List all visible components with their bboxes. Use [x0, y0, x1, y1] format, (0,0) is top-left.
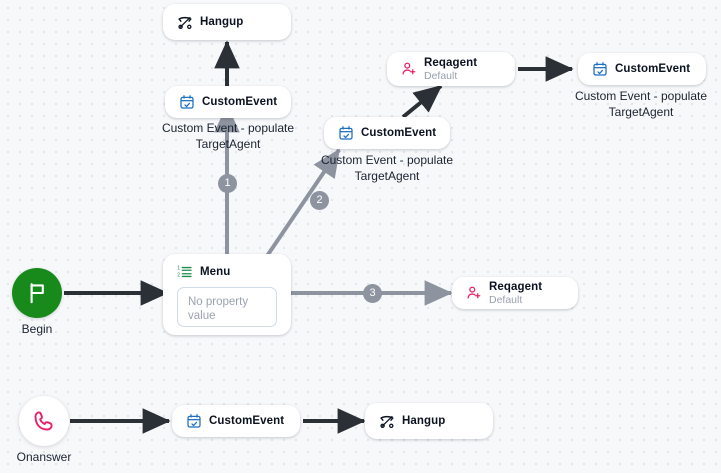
node-header: CustomEvent: [324, 125, 450, 141]
node-title: CustomEvent: [361, 126, 437, 139]
edge-badge-1[interactable]: 1: [218, 174, 237, 193]
node-subtitle: Default: [424, 69, 458, 82]
node-text: Menu: [200, 266, 230, 279]
caption-customevent-3: Custom Event - populate TargetAgent: [574, 89, 708, 119]
calendar-check-icon: [339, 126, 353, 140]
node-begin-label: Begin: [21, 322, 53, 336]
menu-property-input[interactable]: No property value: [177, 287, 277, 327]
numbered-list-icon: 1 2: [177, 266, 192, 278]
node-header: 1 2 Menu: [163, 264, 291, 280]
calendar-check-icon: [180, 95, 194, 109]
node-text: CustomEvent: [209, 415, 284, 428]
node-menu[interactable]: 1 2 Menu No property value: [163, 254, 291, 335]
node-header: CustomEvent: [578, 61, 706, 77]
node-title: Reqagent: [489, 280, 543, 293]
edge-badge-3[interactable]: 3: [363, 284, 382, 303]
node-customevent-2[interactable]: CustomEvent: [324, 117, 450, 149]
node-customevent-4[interactable]: CustomEvent: [172, 405, 300, 437]
node-title: CustomEvent: [209, 414, 285, 427]
node-hangup-bottom[interactable]: Hangup: [365, 403, 493, 439]
calendar-check-icon: [593, 62, 607, 76]
edge-menu-to-customevent2: [265, 148, 341, 258]
node-text: CustomEvent: [361, 127, 436, 140]
node-header: Hangup: [365, 413, 493, 429]
edge-badge-2[interactable]: 2: [310, 191, 329, 210]
node-subtitle: Default: [489, 293, 523, 306]
node-header: Hangup: [163, 14, 291, 30]
node-header: Reqagent Default: [387, 57, 515, 82]
svg-text:1: 1: [177, 266, 180, 272]
flag-icon: [30, 283, 44, 304]
edge-customevent2-to-reqagent1: [401, 84, 443, 119]
node-onanswer[interactable]: [19, 396, 69, 446]
node-customevent-1[interactable]: CustomEvent: [165, 86, 291, 118]
node-reqagent-2[interactable]: Reqagent Default: [452, 277, 578, 309]
node-onanswer-label: Onanswer: [16, 450, 72, 464]
node-header: CustomEvent: [172, 413, 300, 429]
node-customevent-3[interactable]: CustomEvent: [578, 53, 706, 85]
calendar-check-icon: [187, 414, 201, 428]
caption-customevent-1: Custom Event - populate TargetAgent: [161, 121, 295, 151]
node-title: Hangup: [200, 15, 244, 28]
svg-text:2: 2: [177, 272, 180, 278]
hangup-icon: [380, 415, 394, 429]
node-text: Reqagent Default: [489, 281, 542, 306]
node-header: CustomEvent: [165, 94, 291, 110]
phone-icon: [34, 411, 53, 431]
caption-customevent-2: Custom Event - populate TargetAgent: [320, 153, 454, 183]
node-text: Hangup: [200, 16, 243, 29]
node-title: CustomEvent: [202, 95, 278, 108]
node-header: Reqagent Default: [452, 281, 578, 306]
node-text: Hangup: [402, 415, 445, 428]
node-title: Menu: [200, 265, 231, 278]
add-person-icon: [402, 62, 416, 75]
node-title: Reqagent: [424, 56, 478, 69]
node-text: Reqagent Default: [424, 57, 477, 82]
hangup-icon: [178, 16, 192, 30]
node-reqagent-1[interactable]: Reqagent Default: [387, 52, 515, 86]
menu-property-placeholder: No property value: [188, 296, 249, 322]
add-person-icon: [467, 286, 481, 299]
node-text: CustomEvent: [202, 96, 277, 109]
node-text: CustomEvent: [615, 63, 690, 76]
node-begin[interactable]: [12, 268, 62, 318]
node-hangup-top[interactable]: Hangup: [163, 4, 291, 40]
node-title: CustomEvent: [615, 62, 691, 75]
node-title: Hangup: [402, 414, 446, 427]
